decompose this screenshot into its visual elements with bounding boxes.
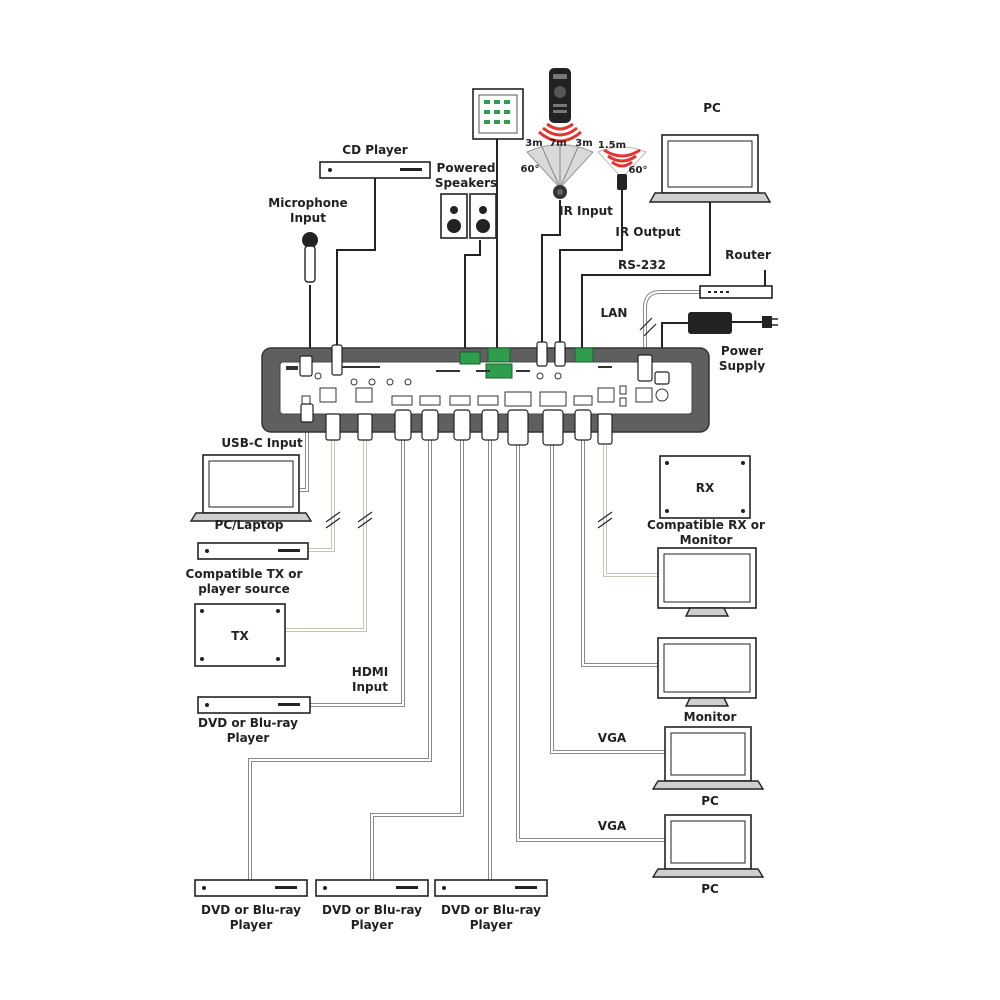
compatible-tx-device-icon [197, 542, 309, 560]
panel-fine-text [286, 366, 612, 372]
pc-laptop-label: PC/Laptop [215, 518, 284, 532]
ir-output-label: IR Output [615, 225, 680, 239]
ir-input-cone [526, 144, 594, 199]
cd-player-label: CD Player [342, 143, 408, 157]
compatible-rx-label-1: Compatible RX or [647, 518, 765, 532]
dvd-left-label-2: Player [227, 731, 270, 745]
dvd-bottom-3-label-1: DVD or Blu-ray [441, 903, 541, 917]
hdmi-out-cable [581, 440, 658, 667]
rs232-cable [581, 200, 711, 355]
monitor-lower-icon [657, 637, 757, 707]
vga-label-2: VGA [598, 819, 627, 833]
pc-right-2-label: PC [701, 882, 719, 896]
ir-input-cable [541, 200, 561, 360]
dvd-left-label-1: DVD or Blu-ray [198, 716, 298, 730]
monitor-upper-icon [657, 547, 757, 617]
dvd-bottom-1-label-1: DVD or Blu-ray [201, 903, 301, 917]
hdmi-input-label-1: HDMI [352, 665, 388, 679]
power-supply-label-1: Power [721, 344, 763, 358]
dvd-bottom-2-label-2: Player [351, 918, 394, 932]
microphone-label-1: Microphone [268, 196, 347, 210]
compatible-rx-label-2: Monitor [680, 533, 733, 547]
microphone-icon [302, 232, 318, 283]
pc-top-label: PC [703, 101, 721, 115]
pc-right-1-label: PC [701, 794, 719, 808]
pc-right-2-icon [651, 814, 765, 878]
compatible-tx-label-2: player source [198, 582, 290, 596]
cables [248, 138, 711, 880]
pc-top-laptop-icon [648, 134, 772, 203]
main-unit [261, 347, 710, 433]
router-icon [699, 270, 773, 299]
dvd-left-icon [197, 696, 311, 714]
hdbt-out-cable [603, 445, 658, 577]
ir-input-label: IR Input [559, 204, 613, 218]
lan-label: LAN [601, 306, 628, 320]
tx-box-label: TX [231, 629, 249, 643]
power-supply-icon [688, 312, 778, 334]
powered-speakers-label-1: Powered [437, 161, 496, 175]
cable-break-marks [325, 317, 657, 529]
vga-cable-1 [516, 445, 665, 842]
pc-right-1-icon [651, 726, 765, 790]
connector-plugs [299, 341, 670, 446]
router-label: Router [725, 248, 771, 262]
dvd-bottom-1-label-2: Player [230, 918, 273, 932]
labels: CD Player Powered Speakers Microphone In… [186, 101, 771, 932]
rx-box-label: RX [696, 481, 715, 495]
speaker-cable [464, 240, 481, 355]
terminal-blocks [459, 347, 594, 379]
ir-out-angle: 60° [629, 165, 648, 176]
hdbt-tx-cable-1 [308, 440, 335, 552]
hdmi-input-label-2: Input [352, 680, 388, 694]
vga-label-1: VGA [598, 731, 627, 745]
ir-output-emitter [597, 146, 647, 190]
ir-angle-left: 60° [521, 164, 540, 175]
ir-out-range: 1.5m [598, 140, 626, 151]
panel-ports [301, 372, 669, 407]
ir-range-left: 3m [525, 138, 542, 149]
microphone-label-2: Input [290, 211, 326, 225]
dvd-bottom-2-label-1: DVD or Blu-ray [322, 903, 422, 917]
usbc-input-label: USB-C Input [221, 436, 303, 450]
ir-output-cable [559, 190, 623, 360]
pc-laptop-icon [189, 454, 313, 522]
cd-player-icon [319, 161, 431, 179]
ir-range-center: 7m [549, 138, 566, 149]
remote-control-icon [538, 68, 582, 143]
dvd-bottom-3-icon [434, 879, 548, 897]
dvd-bottom-2-icon [315, 879, 429, 897]
rs232-label: RS-232 [618, 258, 666, 272]
powered-speakers-label-2: Speakers [435, 176, 497, 190]
vga-cable-2 [550, 445, 665, 754]
cd-player-cable [336, 178, 376, 370]
ir-range-right: 3m [575, 138, 592, 149]
compatible-tx-label-1: Compatible TX or [186, 567, 303, 581]
dvd-bottom-3-label-2: Player [470, 918, 513, 932]
touch-panel-icon [472, 88, 524, 140]
dvd-bottom-1-icon [194, 879, 308, 897]
tx-box-icon [194, 603, 286, 667]
rx-box-icon [659, 455, 751, 519]
monitor-label: Monitor [684, 710, 737, 724]
powered-speakers-icon [440, 193, 497, 239]
power-supply-label-2: Supply [719, 359, 765, 373]
